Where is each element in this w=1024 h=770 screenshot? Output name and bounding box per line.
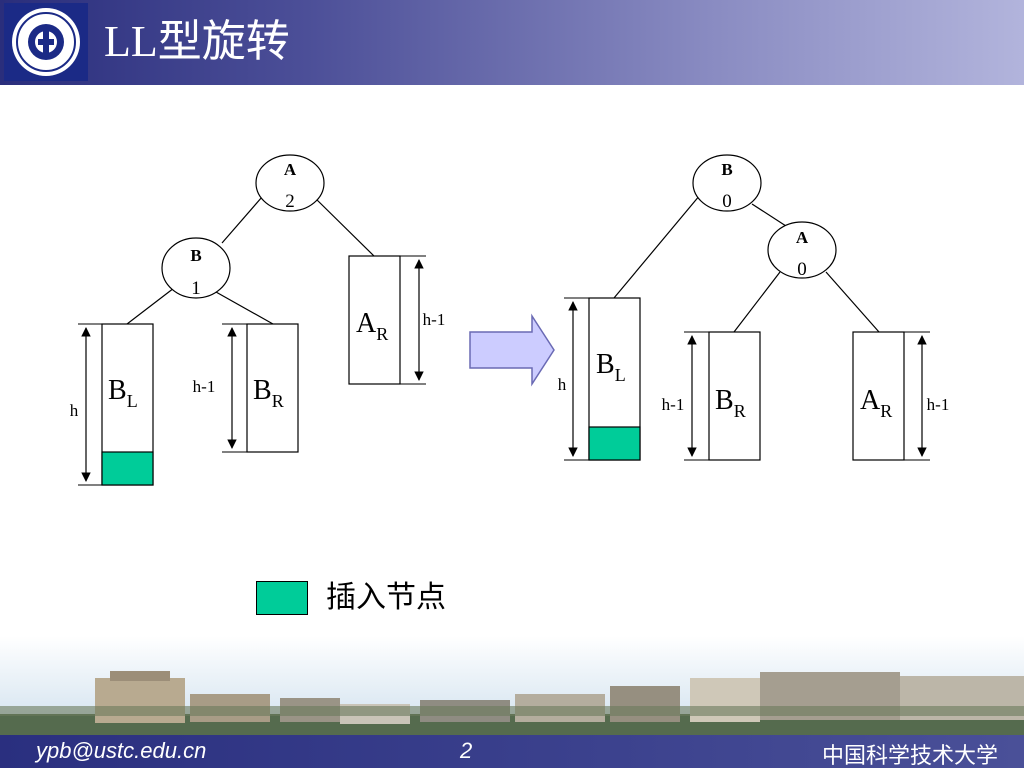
page-number: 2 bbox=[460, 738, 473, 763]
height-label-br: h-1 bbox=[193, 377, 216, 396]
subtree-ar: AR bbox=[348, 255, 401, 385]
node-a-name: A bbox=[796, 228, 809, 247]
footer-bar: ypb@ustc.edu.cn 2 中国科学技术大学 bbox=[0, 735, 1024, 769]
node-a-balance: 2 bbox=[285, 191, 295, 212]
height-marker-br: h-1 bbox=[662, 331, 709, 461]
node-b-name: B bbox=[721, 160, 732, 179]
subtree-bl: BL bbox=[588, 297, 641, 461]
subtree-br-label: BR bbox=[715, 385, 746, 421]
node-b-name: B bbox=[190, 246, 201, 265]
subtree-ar-label: AR bbox=[356, 308, 388, 344]
height-label-bl: h bbox=[558, 375, 567, 394]
subtree-br: BR bbox=[708, 331, 761, 461]
node-a: A 2 bbox=[255, 154, 325, 212]
rotation-arrow bbox=[469, 313, 555, 387]
footer-email: ypb@ustc.edu.cn bbox=[36, 738, 207, 763]
campus-banner bbox=[0, 636, 1024, 735]
node-a-new-child: A 0 bbox=[767, 221, 837, 280]
height-marker-ar: h-1 bbox=[904, 331, 950, 461]
subtree-ar-label: AR bbox=[860, 385, 892, 421]
legend-swatch bbox=[256, 581, 308, 615]
left-tree: A 2 B 1 BL BR AR h bbox=[70, 154, 446, 486]
height-label-br: h-1 bbox=[662, 395, 685, 414]
node-b-new-root: B 0 bbox=[692, 154, 762, 212]
slide-title: LL型旋转 bbox=[104, 17, 290, 66]
subtree-ar: AR bbox=[852, 331, 905, 461]
subtree-br-label: BR bbox=[253, 375, 284, 411]
node-b-balance: 0 bbox=[722, 191, 732, 212]
node-a-name: A bbox=[284, 160, 297, 179]
right-tree: B 0 A 0 BL BR AR h bbox=[558, 154, 950, 461]
node-a-balance: 0 bbox=[797, 259, 807, 280]
subtree-br: BR bbox=[246, 323, 299, 453]
ustc-logo bbox=[4, 3, 88, 81]
height-marker-bl: h bbox=[558, 297, 589, 461]
subtree-bl-label: BL bbox=[596, 349, 626, 385]
legend-label: 插入节点 bbox=[326, 580, 446, 615]
height-label-bl: h bbox=[70, 401, 79, 420]
inserted-node bbox=[101, 451, 154, 486]
title-bar: LL型旋转 bbox=[0, 0, 1024, 85]
height-label-ar: h-1 bbox=[927, 395, 950, 414]
height-marker-bl: h bbox=[70, 323, 102, 486]
node-b-balance: 1 bbox=[191, 278, 201, 299]
height-marker-ar: h-1 bbox=[400, 255, 446, 385]
footer-school: 中国科学技术大学 bbox=[821, 744, 998, 769]
subtree-bl-label: BL bbox=[108, 375, 138, 411]
node-b: B 1 bbox=[161, 237, 231, 299]
height-marker-br: h-1 bbox=[193, 323, 247, 453]
ll-rotation-diagram: A 2 B 1 BL BR AR h bbox=[70, 154, 950, 486]
subtree-bl: BL bbox=[101, 323, 154, 486]
height-label-ar: h-1 bbox=[423, 310, 446, 329]
inserted-node bbox=[588, 426, 641, 461]
